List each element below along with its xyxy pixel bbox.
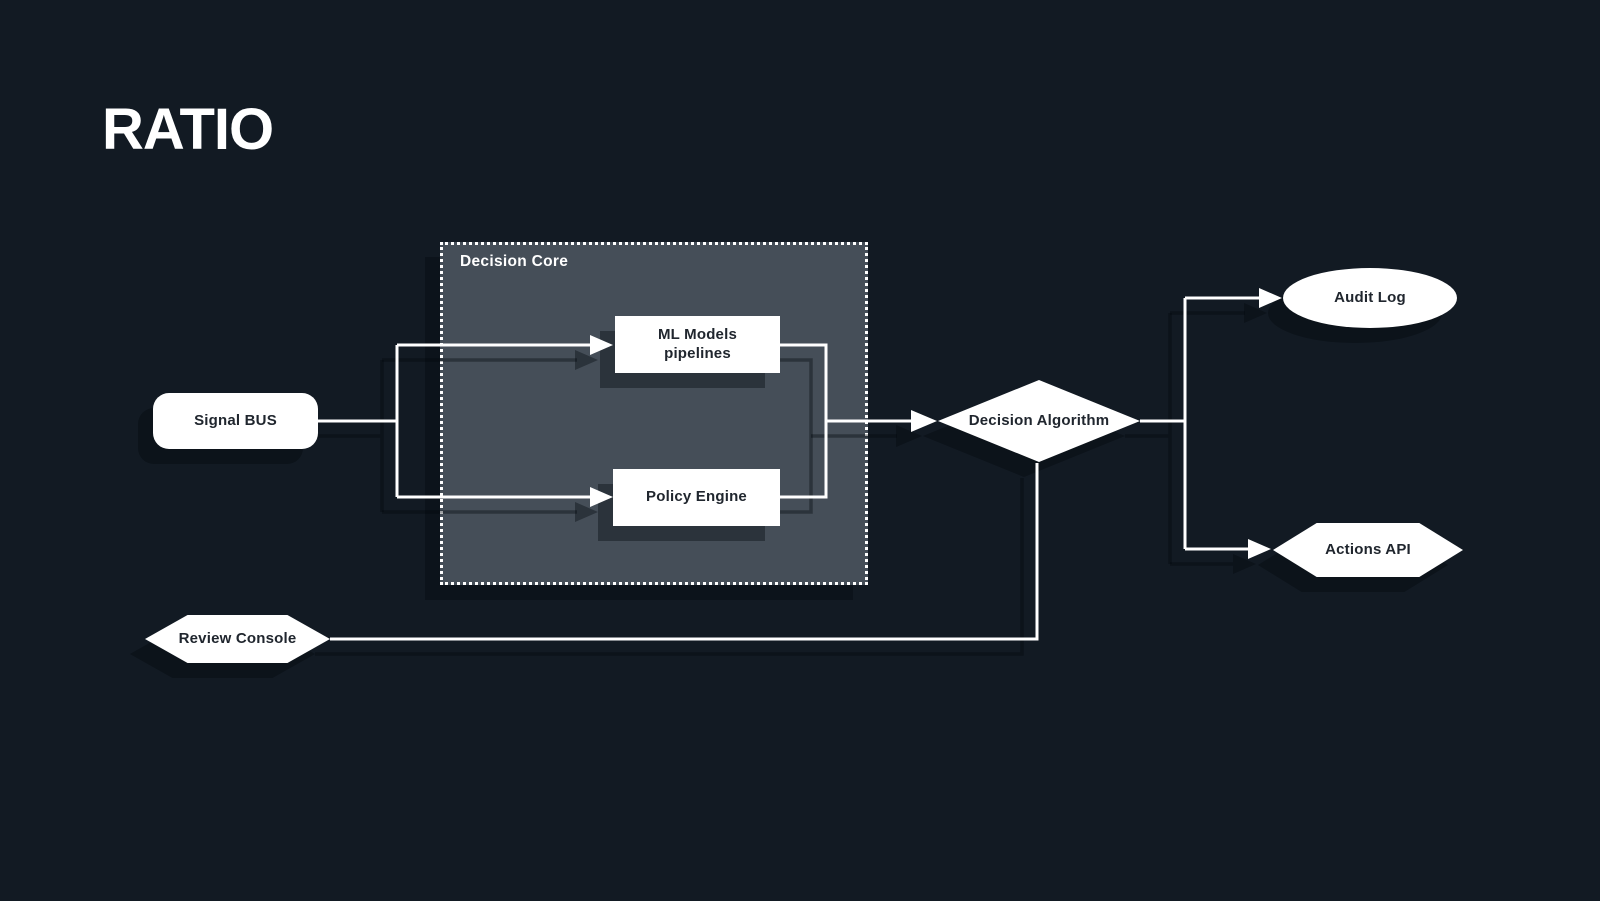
edge-shadow-merge: [765, 358, 813, 514]
node-label: Policy Engine: [646, 488, 747, 506]
page-title: RATIO: [102, 97, 274, 162]
edge-shadow-review: [315, 478, 1024, 656]
node-policy-engine: Policy Engine: [613, 469, 780, 526]
group-label: Decision Core: [460, 253, 569, 270]
node-label: Audit Log: [1334, 288, 1406, 306]
arrow-shadow-to-diamond: [896, 425, 922, 447]
arrow-shadow-to-audit: [1244, 303, 1267, 323]
arrowhead-to-audit: [1259, 288, 1282, 308]
node-audit-log: Audit Log: [1283, 268, 1457, 328]
arrowhead-to-ml: [590, 335, 613, 355]
edge-review-to-decision: [330, 463, 1039, 641]
node-signal-bus: Signal BUS: [153, 393, 318, 449]
node-label: Review Console: [178, 629, 297, 647]
node-label: Actions API: [1325, 540, 1411, 558]
node-label: Signal BUS: [194, 411, 277, 429]
arrow-shadow-to-policy: [575, 502, 598, 522]
edge-shadows: [303, 303, 1267, 656]
node-label: ML Models pipelines: [657, 325, 738, 362]
arrowhead-to-decision: [911, 410, 937, 432]
node-ml-models-pipelines: ML Models pipelines: [615, 316, 780, 373]
edge-decision-branch: [1140, 298, 1187, 549]
arrowhead-to-policy: [590, 487, 613, 507]
group-decision-core: Decision Core: [440, 242, 868, 585]
node-decision-algorithm: Decision Algorithm: [938, 380, 1140, 462]
arrowhead-to-actions: [1248, 539, 1271, 559]
arrow-shadow-to-ml: [575, 350, 598, 370]
node-label: Decision Algorithm: [968, 411, 1110, 429]
edge-signal-branch: [318, 345, 399, 497]
edge-shadow-right-branch: [1125, 313, 1172, 564]
arrow-shadow-to-actions: [1233, 554, 1256, 574]
node-review-console: Review Console: [145, 615, 330, 663]
node-actions-api: Actions API: [1273, 523, 1463, 577]
